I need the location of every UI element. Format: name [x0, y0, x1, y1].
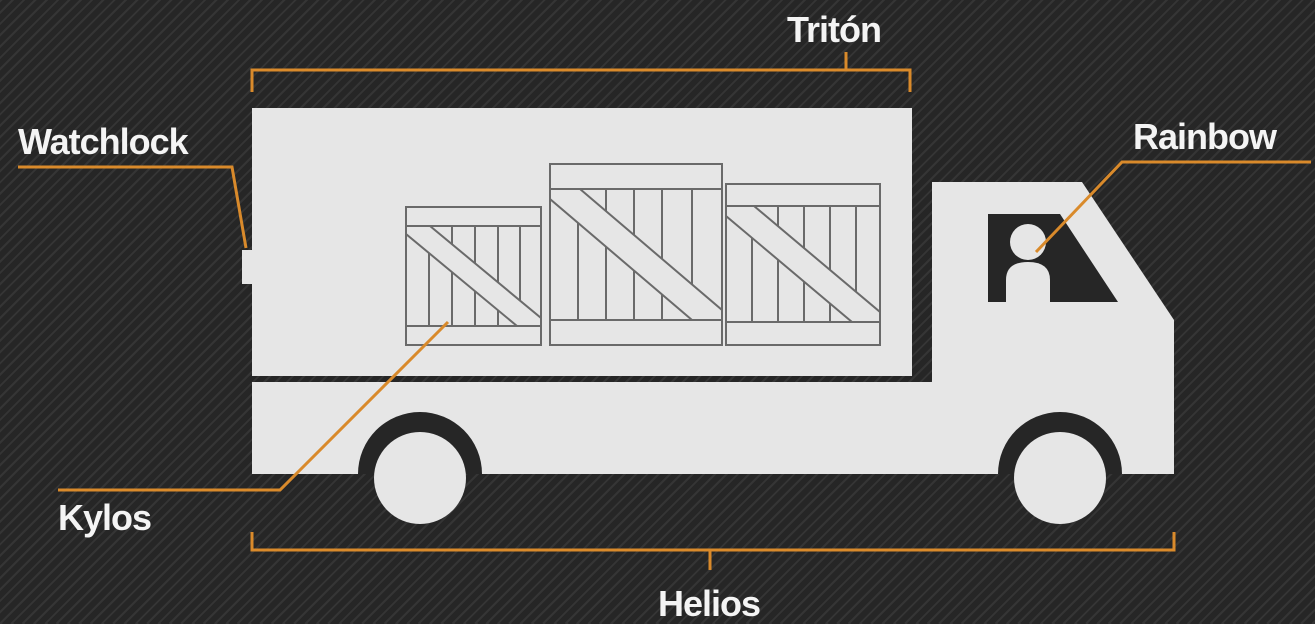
triton-bracket — [252, 52, 910, 92]
label-helios: Helios — [658, 584, 760, 624]
label-rainbow: Rainbow — [1133, 117, 1276, 157]
label-kylos: Kylos — [58, 498, 151, 538]
label-triton: Tritón — [787, 10, 881, 50]
helios-bracket — [252, 532, 1174, 570]
rear-latch — [242, 250, 254, 284]
label-watchlock: Watchlock — [18, 122, 188, 162]
cargo-box — [252, 108, 912, 376]
rear-wheel — [374, 432, 466, 524]
front-wheel — [1014, 432, 1106, 524]
watchlock-leader — [18, 167, 246, 248]
